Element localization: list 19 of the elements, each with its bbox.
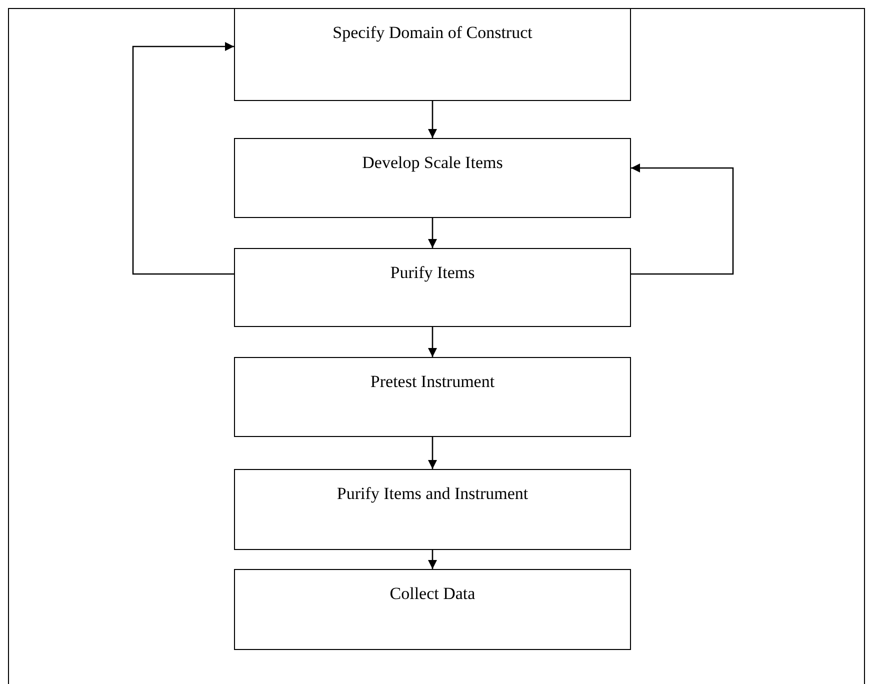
process-box bbox=[234, 469, 631, 550]
process-box bbox=[234, 8, 631, 101]
step-label: Develop Scale Items bbox=[362, 152, 503, 174]
arrow bbox=[428, 437, 437, 469]
arrow bbox=[428, 218, 437, 248]
arrow bbox=[428, 550, 437, 569]
arrow bbox=[132, 42, 234, 275]
process-box bbox=[234, 248, 631, 327]
process-box bbox=[234, 569, 631, 650]
step-label: Collect Data bbox=[390, 583, 476, 605]
step-label: Specify Domain of Construct bbox=[332, 22, 532, 44]
process-box bbox=[234, 138, 631, 218]
step-label: Purify Items and Instrument bbox=[336, 483, 528, 505]
step-label: Pretest Instrument bbox=[370, 371, 495, 393]
process-box bbox=[234, 357, 631, 437]
arrow bbox=[631, 164, 734, 275]
step-label: Purify Items bbox=[390, 262, 475, 284]
arrow bbox=[428, 327, 437, 357]
arrow bbox=[428, 101, 437, 138]
